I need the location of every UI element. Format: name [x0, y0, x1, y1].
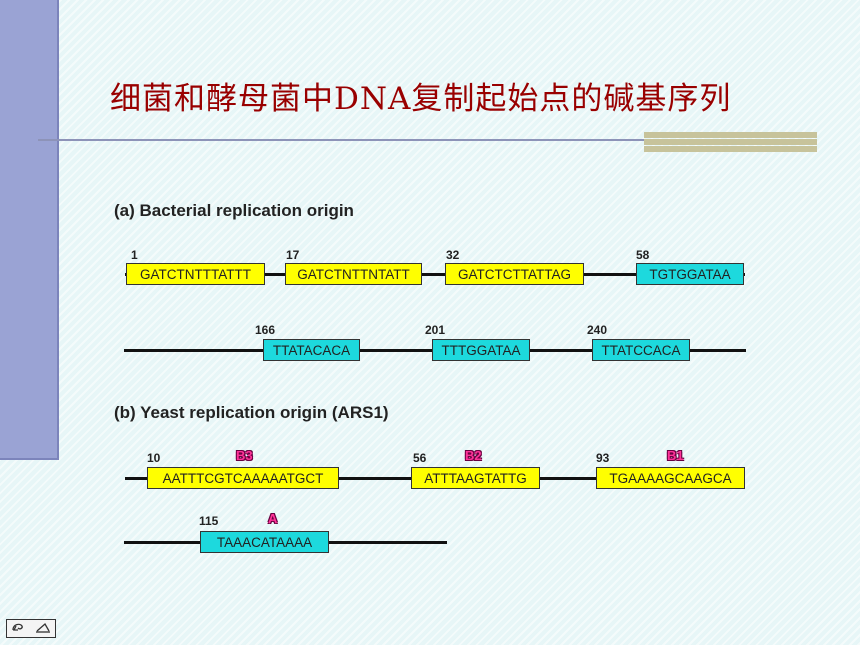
position-label: 166 [255, 323, 276, 337]
title-divider [38, 139, 644, 141]
position-label: 56 [413, 451, 427, 465]
accent-bar [644, 132, 817, 152]
dna-strand-a1 [125, 273, 745, 276]
section-b-label: (b) Yeast replication origin (ARS1) [114, 403, 389, 422]
element-label-a: A [268, 511, 278, 526]
position-label: 58 [636, 248, 650, 262]
sequence-box: TGTGGATAA [636, 263, 744, 285]
rewind-icon[interactable] [11, 620, 27, 638]
position-label: 93 [596, 451, 610, 465]
sequence-box: AATTTCGTCAAAAATGCT [147, 467, 339, 489]
sequence-box: TTATACACA [263, 339, 360, 361]
sequence-box: TTTGGATAA [432, 339, 530, 361]
section-a-label: (a) Bacterial replication origin [114, 201, 354, 220]
sequence-box: ATTTAAGTATTG [411, 467, 540, 489]
position-label: 201 [425, 323, 446, 337]
position-label: 115 [199, 514, 219, 528]
element-label-b1: B1 [667, 448, 684, 463]
position-label: 32 [446, 248, 460, 262]
sequence-box: TTATCCACA [592, 339, 690, 361]
sidebar-band [0, 0, 59, 460]
sequence-box: GATCTCTTATTAG [445, 263, 584, 285]
sequence-box: GATCTNTTTATTT [126, 263, 265, 285]
position-label: 10 [147, 451, 161, 465]
slide-nav[interactable] [6, 619, 56, 638]
play-icon[interactable] [35, 620, 51, 638]
position-label: 17 [286, 248, 300, 262]
element-label-b2: B2 [465, 448, 482, 463]
slide-title: 细菌和酵母菌中DNA复制起始点的碱基序列 [110, 81, 732, 117]
position-label: 1 [131, 248, 138, 262]
sequence-box: TGAAAAGCAAGCA [596, 467, 745, 489]
position-label: 240 [587, 323, 608, 337]
element-label-b3: B3 [236, 448, 253, 463]
sequence-box: TAAACATAAAA [200, 531, 329, 553]
sequence-box: GATCTNTTNTATT [285, 263, 422, 285]
